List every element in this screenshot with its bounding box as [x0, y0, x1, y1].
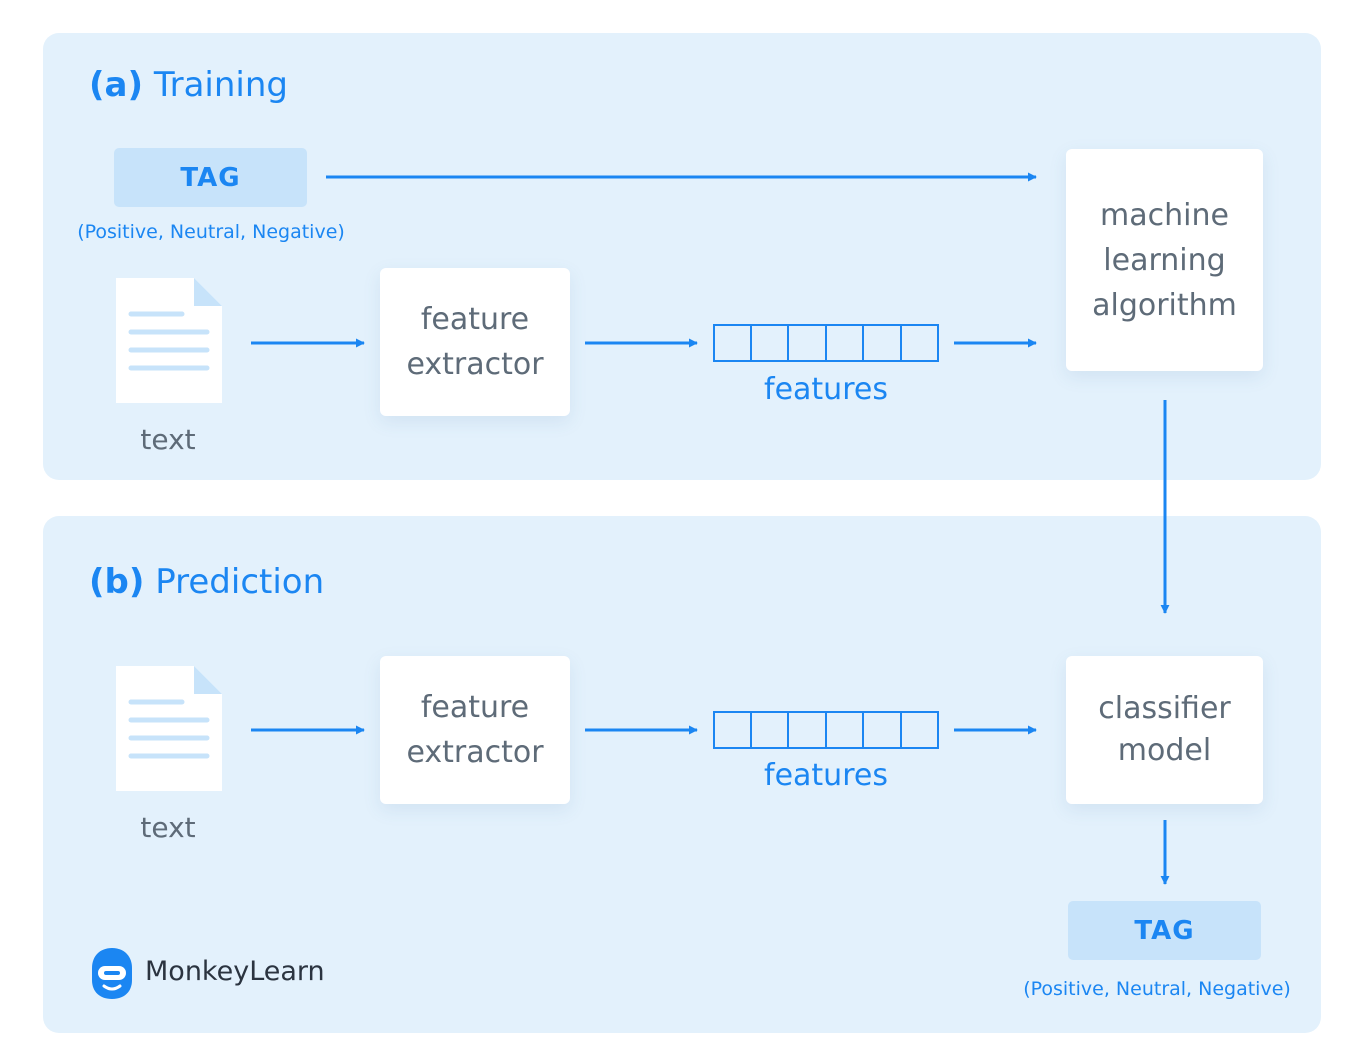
prediction-title-letter: (b) [89, 562, 145, 602]
brand-name: MonkeyLearn [145, 956, 325, 987]
machine-learning-algorithm-box: machine learning algorithm [1066, 149, 1263, 371]
algorithm-line-1: machine [1100, 197, 1229, 233]
classifier-line-2: model [1117, 733, 1212, 768]
prediction-tag-box: TAG [1068, 901, 1261, 960]
prediction-feature-vector-icon [713, 711, 939, 749]
prediction-features-label: features [764, 758, 888, 793]
algorithm-line-3: algorithm [1092, 287, 1237, 323]
training-feature-vector-icon [713, 324, 939, 362]
training-document-icon [116, 278, 222, 403]
training-text-caption: text [140, 423, 196, 456]
training-title: (a) Training [89, 68, 288, 102]
prediction-text-caption: text [140, 811, 196, 844]
training-extractor-line-1: feature [420, 302, 530, 337]
prediction-extractor-line-2: extractor [406, 735, 544, 770]
prediction-document-icon [116, 666, 222, 791]
training-feature-extractor: feature extractor [380, 268, 570, 416]
classifier-model-box: classifier model [1066, 656, 1263, 804]
monkey-logo-icon [92, 948, 132, 999]
prediction-title-text: Prediction [155, 562, 325, 602]
training-title-text: Training [153, 65, 289, 105]
prediction-tag-note: (Positive, Neutral, Negative) [1023, 978, 1291, 1000]
training-title-letter: (a) [89, 65, 144, 105]
prediction-feature-extractor: feature extractor [380, 656, 570, 804]
prediction-extractor-line-1: feature [420, 690, 530, 725]
classifier-line-1: classifier [1098, 691, 1231, 726]
training-tag-label: TAG [180, 162, 241, 193]
training-extractor-line-2: extractor [406, 347, 544, 382]
prediction-tag-label: TAG [1134, 915, 1195, 946]
training-tag-note: (Positive, Neutral, Negative) [77, 221, 345, 243]
training-tag-box: TAG [114, 148, 307, 207]
prediction-title: (b) Prediction [89, 565, 324, 599]
algorithm-line-2: learning [1103, 242, 1226, 278]
training-features-label: features [764, 372, 888, 407]
